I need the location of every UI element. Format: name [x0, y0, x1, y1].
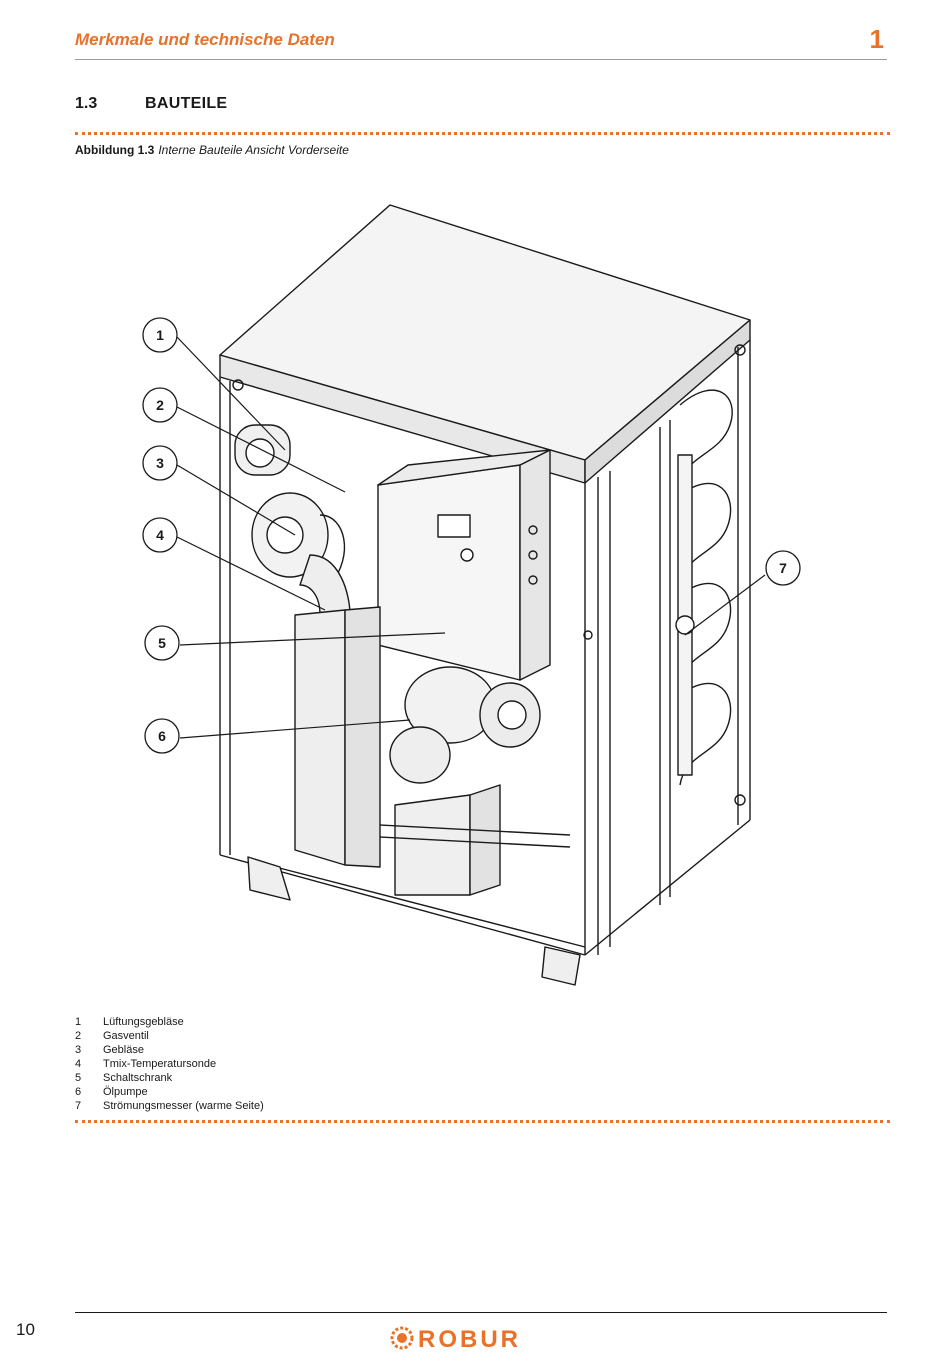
legend-item: 2 Gasventil — [75, 1029, 264, 1043]
section-number: 1.3 — [75, 95, 98, 112]
figure-caption-text: Interne Bauteile Ansicht Vorderseite — [158, 143, 349, 157]
unit-technical-drawing: 1 2 3 4 5 6 7 — [142, 204, 801, 986]
callout-6: 6 — [144, 718, 180, 754]
figure-label: Abbildung 1.3 — [75, 143, 155, 157]
callout-1-label: 1 — [156, 327, 164, 343]
header-rule — [75, 59, 887, 60]
legend-number: 6 — [75, 1086, 82, 1098]
callout-6-label: 6 — [158, 728, 166, 744]
page-number: 10 — [16, 1320, 35, 1339]
logo-wordmark: ROBUR — [418, 1326, 521, 1350]
legend-number: 5 — [75, 1072, 82, 1084]
legend-number: 4 — [75, 1058, 82, 1070]
callout-2-label: 2 — [156, 397, 164, 413]
legend-item: 3 Gebläse — [75, 1043, 264, 1057]
dotted-divider-bottom — [75, 1120, 890, 1123]
footer-rule — [75, 1312, 887, 1313]
section-title: BAUTEILE — [145, 95, 228, 112]
callout-2: 2 — [142, 387, 178, 423]
callout-3-label: 3 — [156, 455, 164, 471]
callout-7: 7 — [765, 550, 801, 586]
callout-5-label: 5 — [158, 635, 166, 651]
callout-3: 3 — [142, 445, 178, 481]
legend-item: 6 Ölpumpe — [75, 1085, 264, 1099]
logo-gear-icon — [390, 1326, 414, 1350]
component-legend: 1 Lüftungsgebläse 2 Gasventil 3 Gebläse 4 Tm… — [75, 1015, 264, 1113]
legend-item: 7 Strömungsmesser (warme Seite) — [75, 1099, 264, 1113]
chapter-title: Merkmale und technische Daten — [75, 30, 335, 49]
legend-text: Lüftungsgebläse — [103, 1016, 184, 1028]
legend-number: 1 — [75, 1016, 82, 1028]
legend-number: 3 — [75, 1044, 82, 1056]
callout-4-label: 4 — [156, 527, 164, 543]
callouts: 1 2 3 4 5 6 7 — [142, 317, 801, 754]
callout-1: 1 — [142, 317, 178, 353]
dotted-divider-top — [75, 132, 890, 135]
callout-7-label: 7 — [779, 560, 787, 576]
legend-text: Ölpumpe — [103, 1086, 148, 1098]
legend-text: Tmix-Temperatursonde — [103, 1058, 217, 1070]
robur-logo: ROBUR — [390, 1326, 521, 1350]
callout-4: 4 — [142, 517, 178, 553]
legend-text: Schaltschrank — [103, 1072, 173, 1084]
legend-number: 2 — [75, 1030, 82, 1042]
legend-item: 5 Schaltschrank — [75, 1071, 264, 1085]
legend-text: Gasventil — [103, 1030, 149, 1042]
legend-text: Gebläse — [103, 1044, 144, 1056]
legend-text: Strömungsmesser (warme Seite) — [103, 1100, 264, 1112]
legend-item: 1 Lüftungsgebläse — [75, 1015, 264, 1029]
callout-5: 5 — [144, 625, 180, 661]
legend-item: 4 Tmix-Temperatursonde — [75, 1057, 264, 1071]
chapter-number: 1 — [869, 24, 884, 54]
legend-number: 7 — [75, 1100, 82, 1112]
